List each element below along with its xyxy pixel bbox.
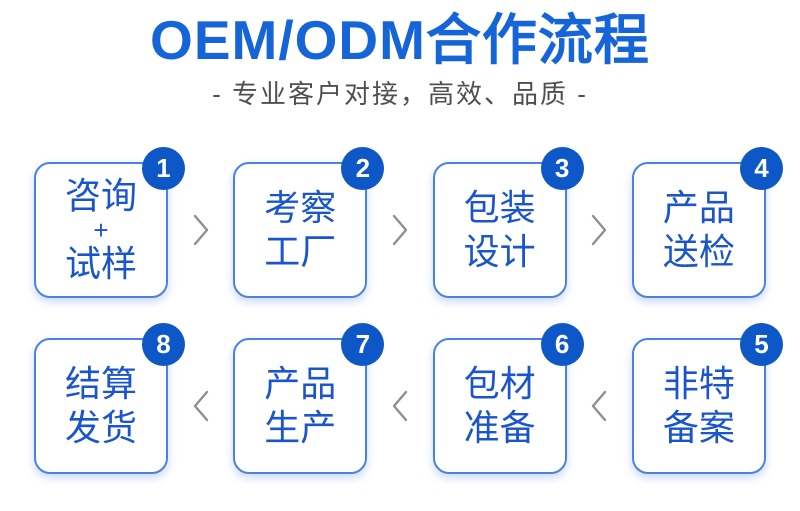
page-subtitle: - 专业客户对接，高效、品质 - (212, 79, 588, 109)
step-label-line: + (93, 214, 109, 245)
step-label-line: 考察 (264, 187, 337, 229)
step-label: 非特备案 (663, 362, 735, 450)
step-number-badge: 6 (540, 323, 584, 366)
step-label-line: 送检 (662, 231, 735, 272)
step-label: 包材准备 (464, 362, 536, 450)
step-label: 包装设计 (464, 186, 536, 274)
step-label-line: 工厂 (264, 231, 337, 272)
step-label-line: 非特 (662, 363, 735, 405)
flow-arrow-right-icon (588, 211, 610, 249)
step-number-badge: 8 (142, 323, 185, 366)
step-label-line: 产品 (264, 363, 337, 405)
step-label: 咨询+试样 (65, 174, 137, 287)
step-label-line: 试样 (64, 243, 137, 285)
step-label-line: 准备 (463, 407, 536, 448)
flow-arrow-left-icon (588, 387, 610, 425)
flow-arrow-left-icon (190, 387, 212, 425)
step-label-line: 设计 (463, 231, 536, 272)
step-label: 考察工厂 (264, 186, 336, 274)
step-number-badge: 2 (341, 147, 385, 190)
step-label-line: 咨询 (64, 174, 137, 216)
step-label: 产品送检 (663, 186, 735, 274)
flow-arrow-right-icon (190, 211, 212, 249)
step-label-line: 发货 (64, 407, 137, 448)
step-label-line: 包材 (463, 363, 536, 405)
step-label-line: 备案 (662, 407, 735, 448)
step-number-badge: 7 (341, 323, 385, 366)
flow-arrow-right-icon (389, 211, 411, 249)
step-number-badge: 3 (540, 147, 584, 190)
flow-arrow-left-icon (389, 387, 411, 425)
step-label-line: 包装 (463, 187, 536, 229)
step-number-badge: 4 (739, 147, 783, 190)
step-label-line: 结算 (64, 363, 137, 405)
page-title: OEM/ODM合作流程 (150, 9, 650, 71)
step-label-line: 产品 (662, 187, 735, 229)
step-number-badge: 1 (142, 147, 185, 190)
step-label-line: 生产 (264, 407, 337, 448)
step-label: 产品生产 (264, 362, 336, 450)
step-label: 结算发货 (65, 362, 137, 450)
step-number-badge: 5 (739, 323, 783, 366)
